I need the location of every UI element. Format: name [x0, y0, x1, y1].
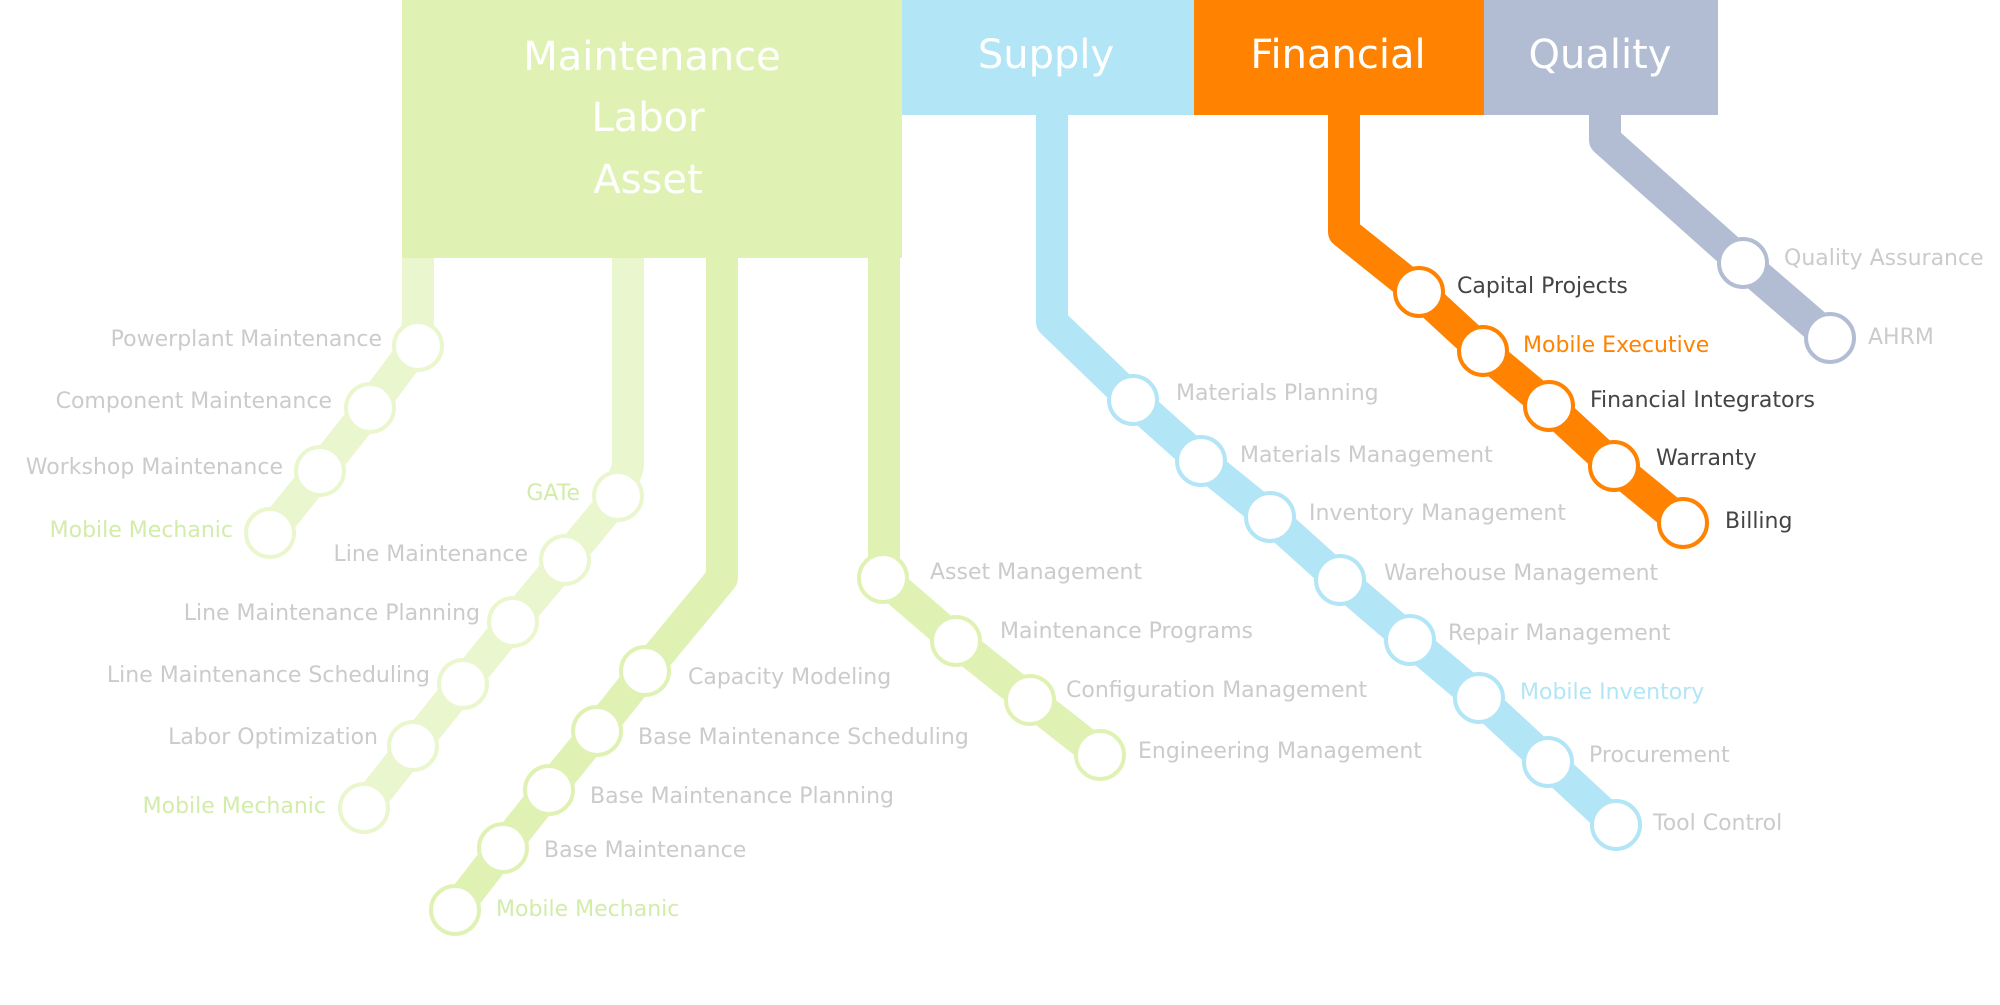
station-circle	[294, 445, 346, 497]
station-circle	[930, 615, 982, 667]
station-circle	[344, 382, 396, 434]
station-circle	[857, 552, 909, 604]
station-circle	[1004, 674, 1056, 726]
station-label: Quality Assurance	[1784, 246, 1984, 271]
station-circle	[619, 645, 671, 697]
station-label: Maintenance Programs	[1000, 619, 1253, 644]
station-label: Warranty	[1656, 446, 1757, 471]
station-circle	[1453, 672, 1505, 724]
station-label: Procurement	[1589, 743, 1730, 768]
station-label: Inventory Management	[1309, 501, 1566, 526]
station-label: Line Maintenance Planning	[184, 601, 480, 626]
station-label: Engineering Management	[1138, 739, 1422, 764]
station-label: Mobile Executive	[1523, 333, 1709, 358]
station-circle	[338, 782, 390, 834]
station-circle	[1393, 266, 1445, 318]
station-circle	[539, 534, 591, 586]
station-circle	[1588, 440, 1640, 492]
station-label: Base Maintenance	[544, 838, 746, 863]
station-label: Mobile Mechanic	[496, 897, 679, 922]
header-maintenance-line-1: Maintenance	[523, 34, 781, 80]
station-circle	[429, 884, 481, 936]
station-circle	[1314, 554, 1366, 606]
station-label: Base Maintenance Scheduling	[638, 725, 969, 750]
station-circle	[392, 320, 444, 372]
station-circle	[523, 764, 575, 816]
header-titles: Maintenance Labor Asset Supply Financial…	[523, 32, 1671, 203]
station-label: Line Maintenance Scheduling	[107, 663, 430, 688]
maintenance-header-block	[402, 0, 902, 258]
station-circle	[1590, 799, 1642, 851]
station-label: Warehouse Management	[1384, 561, 1659, 586]
station-circle	[387, 720, 439, 772]
station-circle	[1384, 614, 1436, 666]
station-label: Asset Management	[930, 560, 1142, 585]
station-label: Mobile Mechanic	[50, 518, 233, 543]
station-circle	[1074, 729, 1126, 781]
station-label: AHRM	[1868, 325, 1934, 350]
station-label: GATe	[526, 481, 580, 506]
station-circle	[592, 470, 644, 522]
supply-header-block	[902, 0, 1194, 115]
header-supply: Supply	[978, 32, 1114, 78]
base-maintenance-line-track	[442, 258, 738, 920]
station-circle	[1523, 380, 1575, 432]
station-circle	[1457, 325, 1509, 377]
station-label: Materials Management	[1240, 443, 1493, 468]
station-circle	[437, 658, 489, 710]
financial-header-block	[1194, 0, 1484, 115]
station-circle	[1522, 736, 1574, 788]
station-label: Mobile Inventory	[1520, 680, 1704, 705]
station-label: Materials Planning	[1176, 381, 1379, 406]
station-circle	[1244, 491, 1296, 543]
station-label: Billing	[1725, 509, 1792, 534]
station-circle	[571, 705, 623, 757]
station-circle	[1107, 374, 1159, 426]
station-circle	[487, 596, 539, 648]
station-label: Workshop Maintenance	[26, 455, 283, 480]
station-label: Capacity Modeling	[688, 665, 891, 690]
station-circle	[1657, 497, 1709, 549]
station-label: Configuration Management	[1066, 678, 1367, 703]
quality-line-track	[1589, 115, 1841, 351]
station-label: Base Maintenance Planning	[590, 784, 894, 809]
stations	[244, 237, 1856, 936]
header-maintenance-line-3: Asset	[593, 157, 702, 203]
station-label: Financial Integrators	[1590, 388, 1815, 413]
station-circle	[477, 822, 529, 874]
station-label: Tool Control	[1652, 811, 1782, 836]
header-financial: Financial	[1250, 32, 1425, 78]
quality-header-block	[1484, 0, 1718, 115]
station-label: Labor Optimization	[168, 725, 378, 750]
station-label: Repair Management	[1448, 621, 1671, 646]
header-maintenance-line-2: Labor	[591, 95, 705, 141]
station-label: Capital Projects	[1457, 274, 1628, 299]
station-label: Line Maintenance	[333, 542, 528, 567]
station-circle	[1717, 237, 1769, 289]
station-label: Mobile Mechanic	[143, 794, 326, 819]
station-labels: Powerplant Maintenance Component Mainten…	[26, 246, 1984, 922]
station-circle	[1804, 312, 1856, 364]
station-circle	[244, 507, 296, 559]
station-circle	[1175, 435, 1227, 487]
station-label: Powerplant Maintenance	[111, 327, 382, 352]
header-blocks	[402, 0, 1718, 258]
supply-line-track	[1036, 115, 1627, 837]
header-quality: Quality	[1529, 32, 1672, 78]
station-label: Component Maintenance	[56, 389, 332, 414]
